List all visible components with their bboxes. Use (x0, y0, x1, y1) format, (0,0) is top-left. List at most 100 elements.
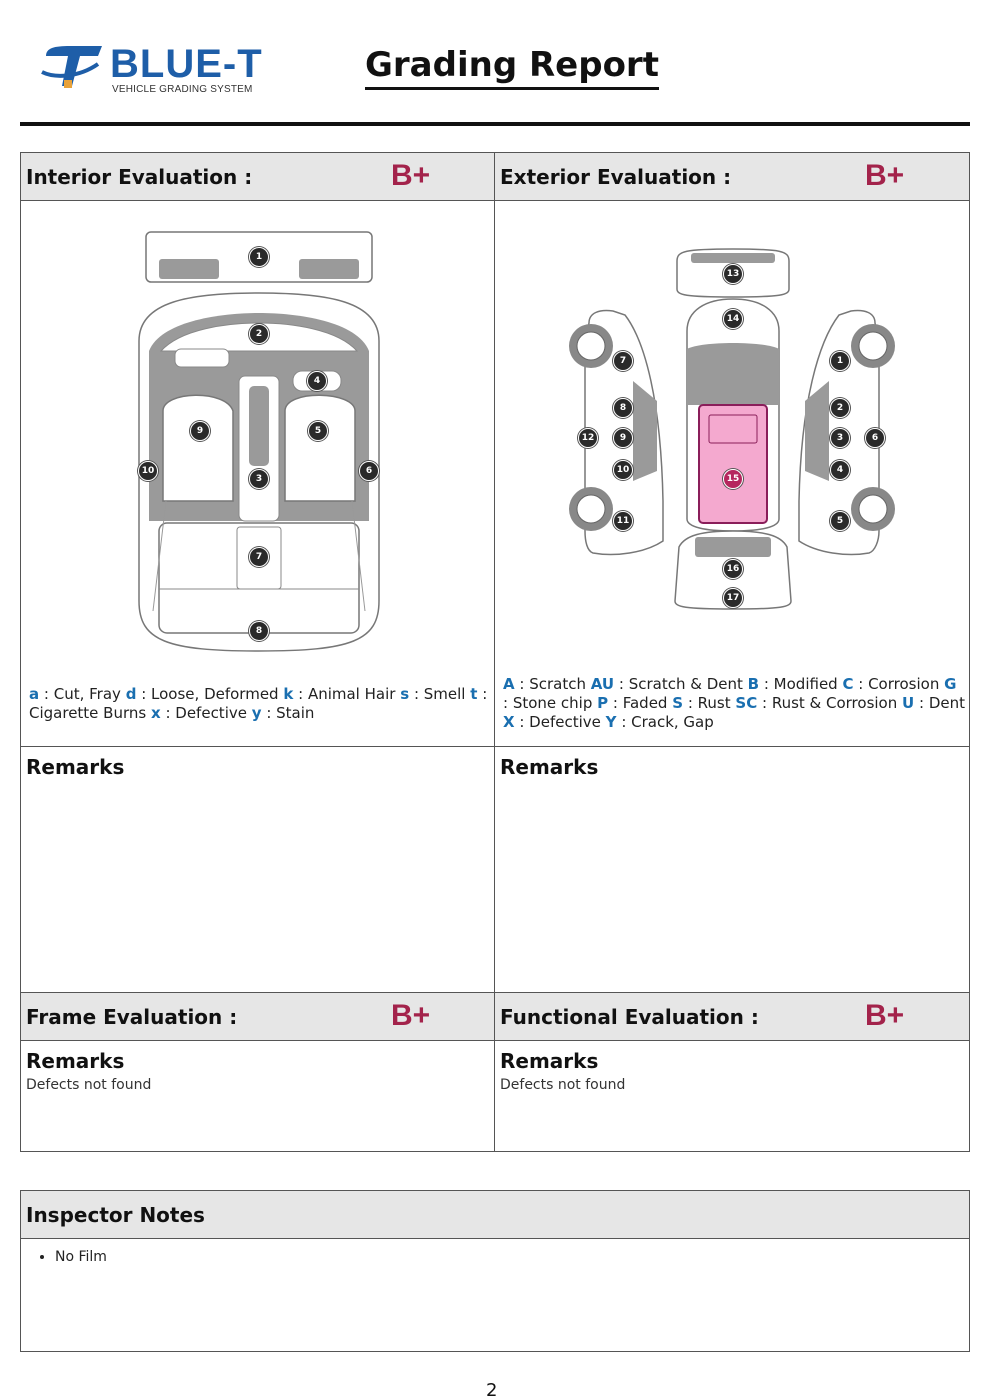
legend-B-text: : Modified (763, 675, 838, 693)
marker-17: 17 (723, 588, 743, 608)
inspector-notes: Inspector Notes No Film (20, 1190, 970, 1352)
frame-header: Frame Evaluation : B+ (21, 993, 495, 1041)
marker-9: 9 (613, 428, 633, 448)
marker-12: 12 (578, 428, 598, 448)
legend-U-text: : Dent (919, 694, 965, 712)
legend-x-text: : Defective (165, 704, 247, 722)
legend-P-code: P (597, 694, 609, 712)
legend-Y-code: Y (605, 713, 617, 731)
legend-B-code: B (747, 675, 760, 693)
functional-remarks-text: Defects not found (500, 1077, 626, 1093)
inspector-note-item: No Film (55, 1249, 107, 1265)
frame-remarks-text: Defects not found (26, 1077, 152, 1093)
marker-10: 10 (138, 461, 158, 481)
brand-tagline: VEHICLE GRADING SYSTEM (112, 84, 253, 95)
legend-C-code: C (842, 675, 854, 693)
interior-remarks-cell: Remarks (21, 747, 495, 993)
exterior-remarks-title: Remarks (500, 755, 599, 779)
marker-9: 9 (190, 421, 210, 441)
frame-label: Frame Evaluation : (26, 1005, 238, 1029)
marker-16: 16 (723, 559, 743, 579)
legend-k-code: k (283, 685, 294, 703)
logo-t-icon (41, 46, 102, 88)
functional-label: Functional Evaluation : (500, 1005, 759, 1029)
inspector-notes-header: Inspector Notes (21, 1191, 969, 1239)
interior-label: Interior Evaluation : (26, 165, 253, 189)
marker-6: 6 (865, 428, 885, 448)
interior-remarks-title: Remarks (26, 755, 125, 779)
marker-4: 4 (830, 460, 850, 480)
interior-grade: B+ (391, 159, 431, 192)
legend-C-text: : Corrosion (858, 675, 940, 693)
exterior-diagram (569, 248, 895, 610)
legend-G-code: G (944, 675, 957, 693)
interior-legend: a : Cut, Fray d : Loose, Deformed k : An… (29, 685, 489, 723)
legend-d-text: : Loose, Deformed (141, 685, 279, 703)
legend-t-code: t (470, 685, 478, 703)
exterior-label: Exterior Evaluation : (500, 165, 732, 189)
page-title: Grading Report (365, 44, 659, 90)
marker-2: 2 (249, 324, 269, 344)
marker-1: 1 (830, 351, 850, 371)
legend-U-code: U (902, 694, 915, 712)
frame-remarks-cell: Remarks Defects not found (21, 1041, 495, 1151)
marker-3: 3 (830, 428, 850, 448)
marker-3: 3 (249, 469, 269, 489)
legend-y-text: : Stain (266, 704, 315, 722)
legend-AU-text: : Scratch & Dent (618, 675, 743, 693)
marker-14: 14 (723, 309, 743, 329)
functional-header: Functional Evaluation : B+ (495, 993, 969, 1041)
marker-5: 5 (830, 511, 850, 531)
page-number: 2 (486, 1380, 498, 1400)
legend-x-code: x (150, 704, 161, 722)
legend-P-text: : Faded (612, 694, 668, 712)
legend-d-code: d (125, 685, 137, 703)
legend-a-code: a (29, 685, 40, 703)
legend-S-text: : Rust (687, 694, 731, 712)
interior-diagram (138, 231, 380, 652)
exterior-grade: B+ (865, 159, 905, 192)
inspector-notes-list: No Film (55, 1249, 107, 1265)
legend-k-text: : Animal Hair (298, 685, 396, 703)
marker-8: 8 (613, 398, 633, 418)
marker-6: 6 (359, 461, 379, 481)
legend-AU-code: AU (590, 675, 615, 693)
blue-t-logo: BLUE-T VEHICLE GRADING SYSTEM (40, 40, 290, 96)
report-header: BLUE-T VEHICLE GRADING SYSTEM Grading Re… (0, 0, 990, 128)
legend-t-text: : Cigarette Burns (29, 685, 488, 722)
marker-13: 13 (723, 264, 743, 284)
marker-10: 10 (613, 460, 633, 480)
marker-11: 11 (613, 511, 633, 531)
legend-A-code: A (503, 675, 515, 693)
evaluation-grid: Interior Evaluation : B+ Exterior Evalua… (20, 152, 970, 1152)
legend-y-code: y (251, 704, 262, 722)
marker-15: 15 (723, 469, 743, 489)
legend-s-text: : Smell (413, 685, 466, 703)
legend-SC-text: : Rust & Corrosion (762, 694, 898, 712)
marker-5: 5 (308, 421, 328, 441)
brand-name: BLUE-T (110, 42, 263, 86)
functional-grade: B+ (865, 999, 905, 1032)
marker-7: 7 (249, 547, 269, 567)
legend-S-code: S (672, 694, 684, 712)
legend-Y-text: : Crack, Gap (621, 713, 714, 731)
exterior-legend: A : Scratch AU : Scratch & Dent B : Modi… (503, 675, 965, 732)
legend-G-text: : Stone chip (503, 694, 593, 712)
header-rule (20, 122, 970, 126)
legend-X-text: : Defective (519, 713, 601, 731)
interior-header: Interior Evaluation : B+ (21, 153, 495, 201)
marker-1: 1 (249, 247, 269, 267)
legend-a-text: : Cut, Fray (43, 685, 121, 703)
legend-s-code: s (400, 685, 410, 703)
functional-remarks-cell: Remarks Defects not found (495, 1041, 969, 1151)
frame-grade: B+ (391, 999, 431, 1032)
inspector-notes-label: Inspector Notes (26, 1203, 205, 1227)
frame-remarks-title: Remarks (26, 1049, 125, 1073)
marker-7: 7 (613, 351, 633, 371)
exterior-remarks-cell: Remarks (495, 747, 969, 993)
marker-4: 4 (307, 371, 327, 391)
exterior-header: Exterior Evaluation : B+ (495, 153, 969, 201)
legend-SC-code: SC (735, 694, 758, 712)
